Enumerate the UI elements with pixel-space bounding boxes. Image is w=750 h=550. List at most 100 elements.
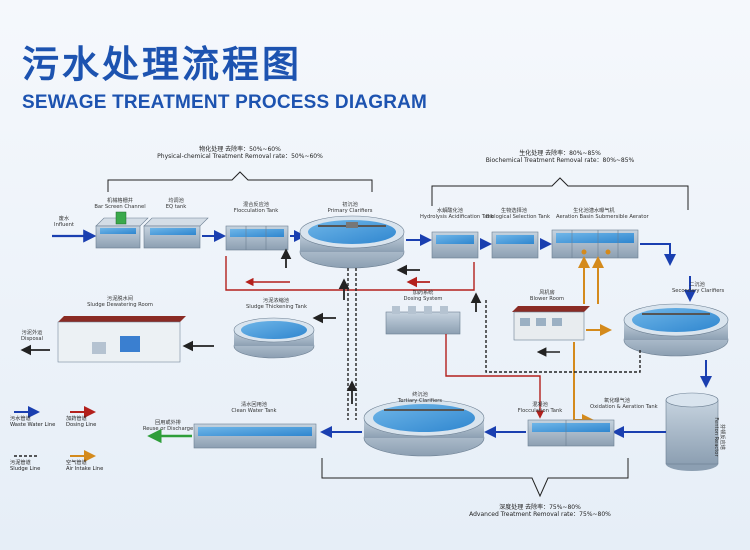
dewatering-room: [57, 316, 186, 363]
advanced-en: Advanced Treatment Removal rate：75%~80%: [469, 511, 611, 518]
primary-cn: 初沉池: [342, 202, 358, 208]
fenton-cn: 芬顿反应塔: [719, 424, 725, 450]
diagram-title-cn: 污水处理流程图: [22, 43, 302, 86]
floc2-oxidation-tank: [527, 419, 615, 447]
dosing-cn: 加药系统: [412, 290, 434, 296]
thickening-en: Sludge Thickening Tank: [246, 304, 307, 311]
advanced-stage-label: 深度处理 去除率：75%~80% Advanced Treatment Remo…: [450, 504, 630, 518]
aeration-basin: [551, 229, 639, 259]
fenton-reactor: [665, 392, 719, 471]
biochem-en: Biochemical Treatment Removal rate：80%~8…: [485, 157, 635, 164]
bar-screen-channel: [95, 211, 149, 249]
flocculation-en: Flocculation Tank: [233, 208, 279, 215]
legend-marks: [14, 406, 96, 462]
legend-air-cn: 空气管道: [66, 460, 87, 466]
thickening-tank: [233, 317, 315, 359]
dosing-en: Dosing System: [403, 296, 443, 303]
secondary-en: Secondary Clarifiers: [672, 288, 725, 295]
secondary-cn: 二沉池: [689, 282, 705, 288]
secondary-clarifier: [623, 303, 729, 357]
tertiary-clarifier: [363, 399, 485, 457]
floc2-en: Flocculation Tank: [517, 408, 563, 415]
bar-screen-en: Bar Screen Channel: [94, 204, 146, 211]
advanced-bracket: [321, 458, 629, 498]
tertiary-en: Tertiary Clarifiers: [397, 398, 443, 405]
hydrolysis-en: Hydrolysis Acidification Tank: [420, 214, 494, 221]
aeration-cn: 生化池潜水曝气机: [573, 208, 615, 214]
bio-selection-en: Biological Selection Tank: [486, 214, 550, 221]
blower-en: Blower Room: [529, 296, 565, 303]
bar-screen-cn: 机械格栅井: [107, 198, 133, 204]
clean-water-tank: [193, 423, 317, 449]
reuse-cn: 回用或外排: [155, 420, 181, 426]
eq-tank-en: EQ tank: [165, 204, 187, 211]
dosing-lines: [225, 256, 545, 419]
thickening-cn: 污泥浓缩池: [263, 298, 289, 304]
influent-en: Influent: [54, 222, 74, 229]
biochem-stage-label: 生化处理 去除率：80%~85% Biochemical Treatment R…: [470, 150, 650, 164]
legend-waste-water-en: Waste Water Line: [10, 422, 56, 428]
blower-cn: 风机房: [539, 290, 555, 296]
tertiary-cn: 终沉池: [412, 392, 428, 398]
disposal-cn: 污泥外运: [21, 330, 43, 336]
legend-sludge-cn: 污泥管道: [10, 460, 31, 466]
legend-sludge-en: Sludge Line: [10, 466, 41, 472]
physchem-bracket: [107, 171, 373, 192]
flocculation-cn: 混合反应池: [243, 202, 269, 208]
physchem-en: Physical-chemical Treatment Removal rate…: [157, 153, 323, 160]
legend-waste-water-cn: 污水管道: [10, 416, 31, 422]
clean-water-en: Clean Water Tank: [231, 408, 277, 415]
advanced-cn: 深度处理 去除率：75%~80%: [499, 504, 581, 511]
bio-selection-tank: [491, 231, 539, 259]
clean-water-cn: 清水回用池: [241, 402, 267, 408]
eq-tank: [143, 217, 209, 249]
bio-selection-cn: 生物选择池: [501, 208, 527, 214]
legend-dosing-cn: 加药管道: [66, 416, 87, 422]
aeration-en: Aeration Basin Submersible Aerator: [556, 214, 649, 221]
biochem-cn: 生化处理 去除率：80%~85%: [519, 150, 601, 157]
disposal-en: Disposal: [21, 336, 43, 343]
legend-air-en: Air Intake Line: [66, 466, 104, 472]
hydrolysis-tank: [431, 231, 479, 259]
influent-cn: 废水: [58, 216, 70, 222]
eq-tank-cn: 均调池: [168, 198, 184, 204]
fenton-en: Fenton Reactor: [712, 417, 719, 457]
dosing-system: [385, 306, 461, 335]
biochem-bracket: [431, 177, 689, 210]
primary-en: Primary Clarifiers: [327, 208, 373, 215]
hydrolysis-cn: 水解酸化池: [437, 208, 463, 214]
diagram-title-en: SEWAGE TREATMENT PROCESS DIAGRAM: [22, 92, 428, 113]
oxidation-en: Oxidation & Aeration Tank: [590, 404, 658, 411]
sludge-lines: [347, 268, 641, 420]
physchem-stage-label: 物化处理 去除率：50%~60% Physical-chemical Treat…: [150, 146, 330, 160]
primary-clarifier: [299, 215, 405, 269]
reuse-en: Reuse or Discharge: [142, 426, 194, 433]
legend-dosing-en: Dosing Line: [66, 422, 97, 428]
oxidation-cn: 氧化曝气池: [604, 398, 630, 404]
